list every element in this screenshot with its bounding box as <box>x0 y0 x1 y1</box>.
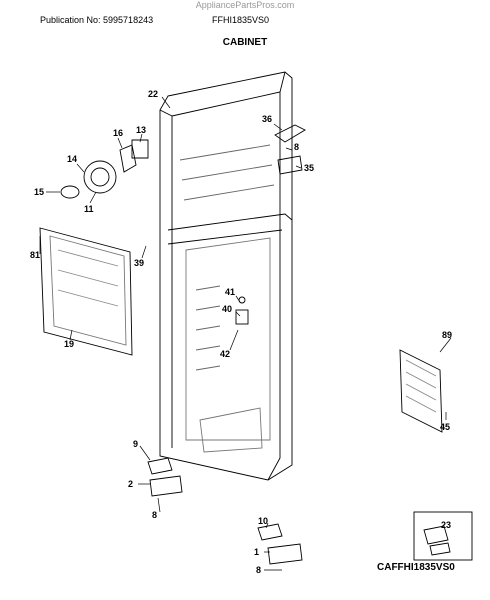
callout-1: 1 <box>254 547 259 557</box>
callout-8-bottom: 8 <box>256 565 261 575</box>
callout-89: 89 <box>442 330 452 340</box>
callout-81: 81 <box>30 250 40 260</box>
callout-14: 14 <box>67 154 77 164</box>
model-number: FFHI1835VS0 <box>212 15 270 25</box>
callout-22: 22 <box>148 89 158 99</box>
callout-8-top: 8 <box>294 142 299 152</box>
callout-10: 10 <box>258 516 268 526</box>
callout-36: 36 <box>262 114 272 124</box>
callout-15: 15 <box>34 187 44 197</box>
callout-13: 13 <box>136 125 146 135</box>
callout-2: 2 <box>128 479 133 489</box>
publication-number: Publication No: 5995718243 <box>40 15 154 25</box>
callout-19: 19 <box>64 339 74 349</box>
callout-8-left: 8 <box>152 510 157 520</box>
callout-40: 40 <box>222 304 232 314</box>
callout-41: 41 <box>225 287 235 297</box>
callout-35: 35 <box>304 163 314 173</box>
callout-11: 11 <box>84 204 94 214</box>
callout-16: 16 <box>113 128 123 138</box>
callout-23: 23 <box>441 520 451 530</box>
diagram-code: CAFFHI1835VS0 <box>377 562 455 573</box>
callout-39: 39 <box>134 258 144 268</box>
callout-42: 42 <box>220 349 230 359</box>
section-title: CABINET <box>222 37 268 48</box>
callout-45: 45 <box>440 422 450 432</box>
watermark: AppliancePartsPros.com <box>195 0 295 10</box>
callout-9: 9 <box>133 439 138 449</box>
